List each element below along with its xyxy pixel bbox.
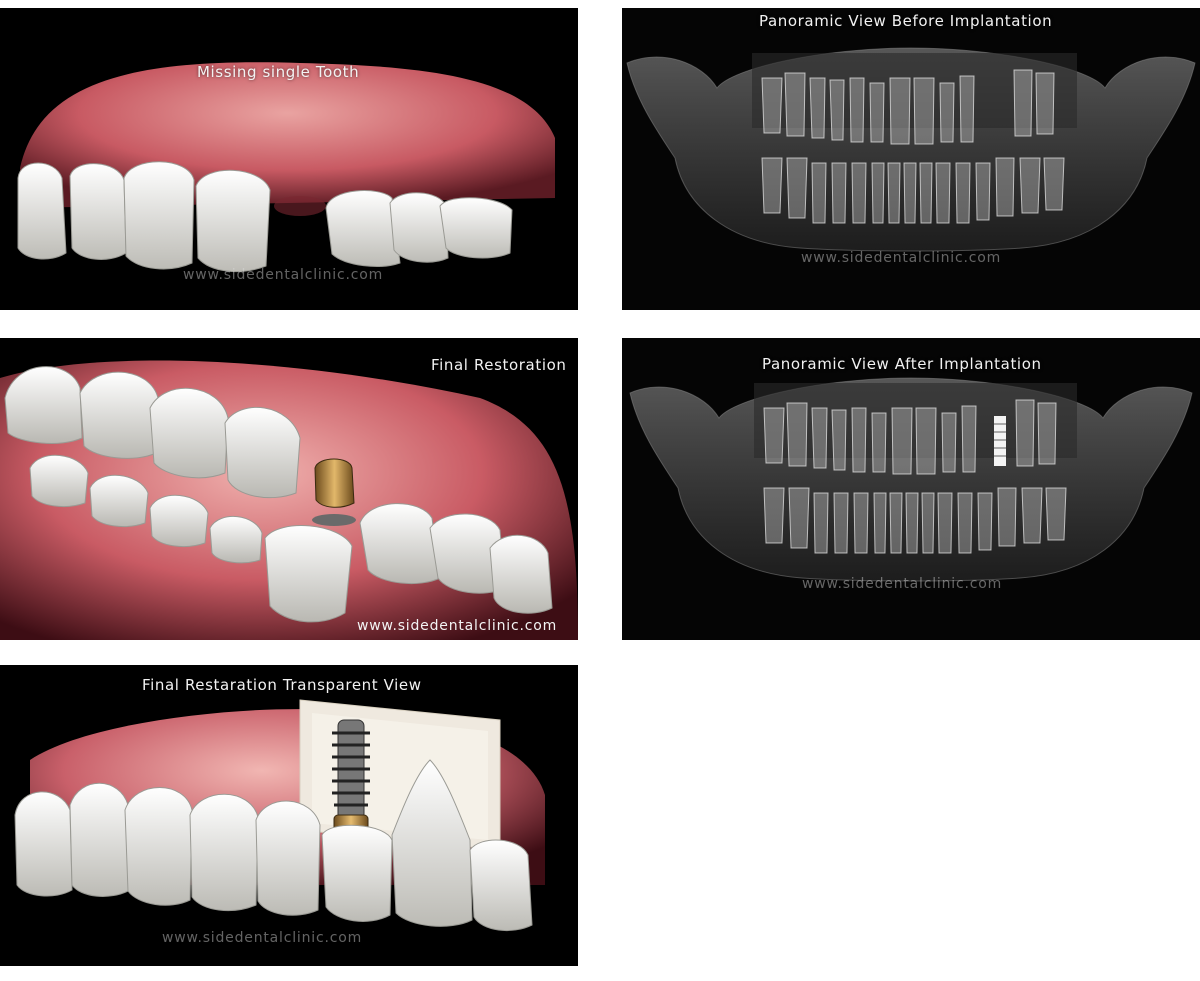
- caption: Final Restaration Transparent View: [142, 676, 422, 694]
- missing-tooth-illustration: [17, 62, 555, 272]
- panoramic-xray-before: [626, 47, 1196, 252]
- caption: Missing single Tooth: [197, 63, 360, 81]
- caption: Panoramic View Before Implantation: [759, 12, 1053, 30]
- caption: Final Restoration: [431, 356, 567, 374]
- final-restoration-panel: Final Restoration www.sidedentalclinic.c…: [0, 338, 578, 640]
- panoramic-before-panel: Panoramic View Before Implantation www.s…: [622, 8, 1200, 310]
- watermark: www.sidedentalclinic.com: [183, 267, 384, 283]
- panoramic-after-panel: Panoramic View After Implantation www.si…: [622, 338, 1200, 640]
- caption: Panoramic View After Implantation: [762, 355, 1042, 373]
- watermark: www.sidedentalclinic.com: [357, 618, 558, 634]
- transparent-view-panel: Final Restaration Transparent View www.s…: [0, 665, 578, 966]
- watermark: www.sidedentalclinic.com: [801, 250, 1002, 266]
- final-restoration-illustration: [0, 360, 578, 640]
- transparent-view-illustration: [14, 699, 545, 931]
- missing-tooth-panel: Missing single Tooth www.sidedentalclini…: [0, 8, 578, 310]
- panoramic-xray-after: [629, 377, 1193, 582]
- watermark: www.sidedentalclinic.com: [802, 576, 1003, 592]
- implant-xray: [994, 416, 1006, 466]
- watermark: www.sidedentalclinic.com: [162, 930, 363, 946]
